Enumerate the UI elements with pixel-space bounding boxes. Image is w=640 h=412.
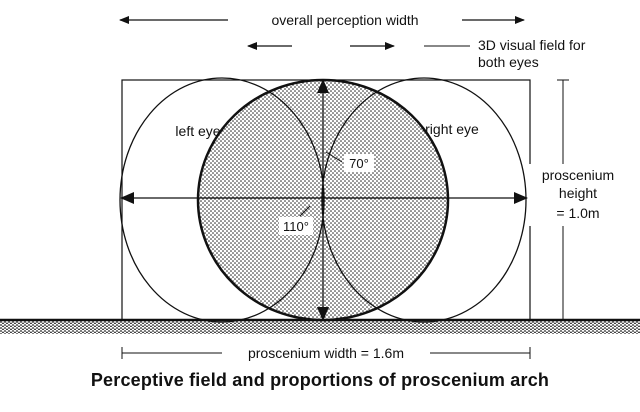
right-eye-label: right eye [425, 121, 479, 137]
angle-110-label: 110° [283, 219, 309, 234]
left-eye-label: left eye [175, 123, 220, 139]
visual-field-label-line1: 3D visual field for [478, 37, 586, 53]
angle-70-tick [325, 151, 343, 163]
floor-band [0, 320, 640, 334]
height-label-line3: = 1.0m [556, 205, 599, 221]
height-label-line1: proscenium [542, 167, 614, 183]
overall-width-label: overall perception width [271, 12, 418, 28]
angle-110-tick [299, 205, 311, 217]
angle-70-label: 70° [349, 156, 369, 171]
height-label-line2: height [559, 185, 597, 201]
figure-caption: Perceptive field and proportions of pros… [90, 370, 550, 390]
visual-field-label-line2: both eyes [478, 54, 539, 70]
width-label: proscenium width = 1.6m [248, 345, 404, 361]
